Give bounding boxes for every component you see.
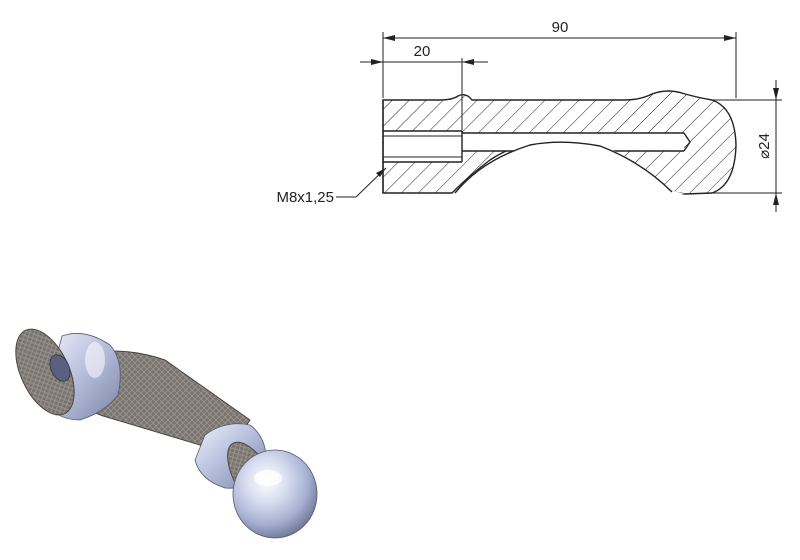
diameter-label: ⌀24 [756,133,773,159]
length-dimension-label: 90 [552,19,569,36]
dimension-thread-depth: 20 [360,43,488,130]
cross-hole [49,354,71,382]
section-view [382,90,737,195]
thread-depth-label: 20 [414,43,431,60]
dimension-overall-length: 90 [382,19,737,98]
ball-highlight [254,470,282,486]
thread-spec-label: M8x1,25 [276,189,334,206]
dimension-diameter: ⌀24 [712,80,782,212]
part-3d-render [15,328,318,539]
neck-highlight [85,342,105,378]
thread-callout: M8x1,25 [276,167,387,206]
ball-end [232,449,318,539]
